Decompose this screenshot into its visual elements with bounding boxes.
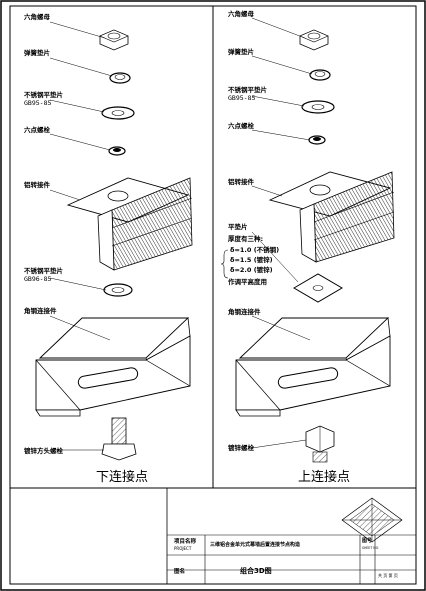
left-ss-washer-2 bbox=[103, 283, 133, 297]
right-label-flat-washer: 平垫片 bbox=[228, 223, 248, 231]
right-label-hex-nut: 六角螺母 bbox=[228, 10, 254, 18]
left-small-nut bbox=[108, 146, 126, 156]
left-caption: 下连接点 bbox=[96, 470, 149, 485]
left-label-alu-bracket: 铝转接件 bbox=[24, 181, 50, 189]
left-label-ss-washer-2-code: GB96-85 bbox=[24, 275, 52, 283]
right-bolt bbox=[305, 425, 335, 463]
right-angle-bracket bbox=[235, 317, 391, 417]
left-bolt bbox=[101, 417, 137, 461]
right-ss-washer bbox=[301, 100, 335, 114]
right-label-thickness-note: 作调平高度用 bbox=[228, 278, 267, 286]
right-leaders bbox=[251, 17, 313, 449]
left-leaders bbox=[49, 21, 113, 451]
left-alu-bracket bbox=[66, 177, 193, 271]
right-label-ss-washer: 不锈钢平垫片 bbox=[228, 86, 267, 94]
right-label-thickness-1: δ=1.0 (不锈钢) bbox=[230, 246, 280, 254]
tb-drawing-title: 三维铝合金单元式幕墙后置连接节点构造 bbox=[210, 542, 301, 548]
left-angle-bracket bbox=[35, 317, 191, 417]
left-label-angle-bracket: 角钢连接件 bbox=[24, 307, 57, 315]
right-label-thickness-3: δ=2.0 (镀锌) bbox=[230, 266, 273, 274]
right-label-ss-washer-code: GB95-85 bbox=[228, 94, 256, 102]
right-label-thickness-2: δ=1.5 (镀锌) bbox=[230, 256, 273, 264]
thickness-brace bbox=[220, 249, 229, 279]
right-label-bolt: 镀锌螺栓 bbox=[228, 444, 254, 452]
left-label-ss-washer-code: GB95-85 bbox=[24, 99, 52, 107]
tb-drawing-name: 组合3D图 bbox=[240, 567, 272, 575]
left-hex-nut bbox=[99, 29, 129, 51]
left-spring-washer bbox=[109, 72, 131, 84]
right-caption: 上连接点 bbox=[298, 470, 351, 485]
right-label-alu-bracket: 铝转接件 bbox=[228, 178, 254, 186]
left-label-ss-washer: 不锈钢平垫片 bbox=[24, 91, 63, 99]
right-alu-bracket bbox=[268, 171, 395, 263]
right-spring-washer bbox=[309, 69, 331, 81]
right-label-thickness-title: 厚度有三种: bbox=[228, 235, 264, 243]
right-label-small-nut: 六点螺栓 bbox=[228, 122, 254, 130]
tb-name-label: 图名 bbox=[174, 569, 186, 575]
left-label-ss-washer-2: 不锈钢平垫片 bbox=[24, 267, 63, 275]
left-label-bolt: 镀锌方头螺栓 bbox=[24, 447, 63, 455]
left-label-small-nut: 六点螺栓 bbox=[24, 126, 50, 134]
left-label-hex-nut: 六角螺母 bbox=[24, 13, 50, 21]
right-flat-shim bbox=[293, 273, 343, 303]
tb-project-label-en: PROJECT bbox=[174, 546, 192, 551]
tb-project-label: 项目名称 bbox=[174, 539, 197, 545]
left-ss-washer bbox=[101, 106, 135, 120]
right-small-nut bbox=[308, 135, 326, 145]
tb-drawing-no-label-en: SHEET NO. bbox=[362, 546, 380, 550]
right-hex-nut bbox=[299, 29, 329, 51]
tb-sheet-no: 共 页 第 页 bbox=[378, 573, 398, 578]
company-logo bbox=[341, 497, 403, 543]
right-label-angle-bracket: 角钢连接件 bbox=[228, 308, 261, 316]
right-label-spring-washer: 弹簧垫片 bbox=[228, 48, 254, 56]
left-label-spring-washer: 弹簧垫片 bbox=[24, 49, 50, 57]
tb-drawing-no-label: 图号 bbox=[362, 538, 373, 544]
